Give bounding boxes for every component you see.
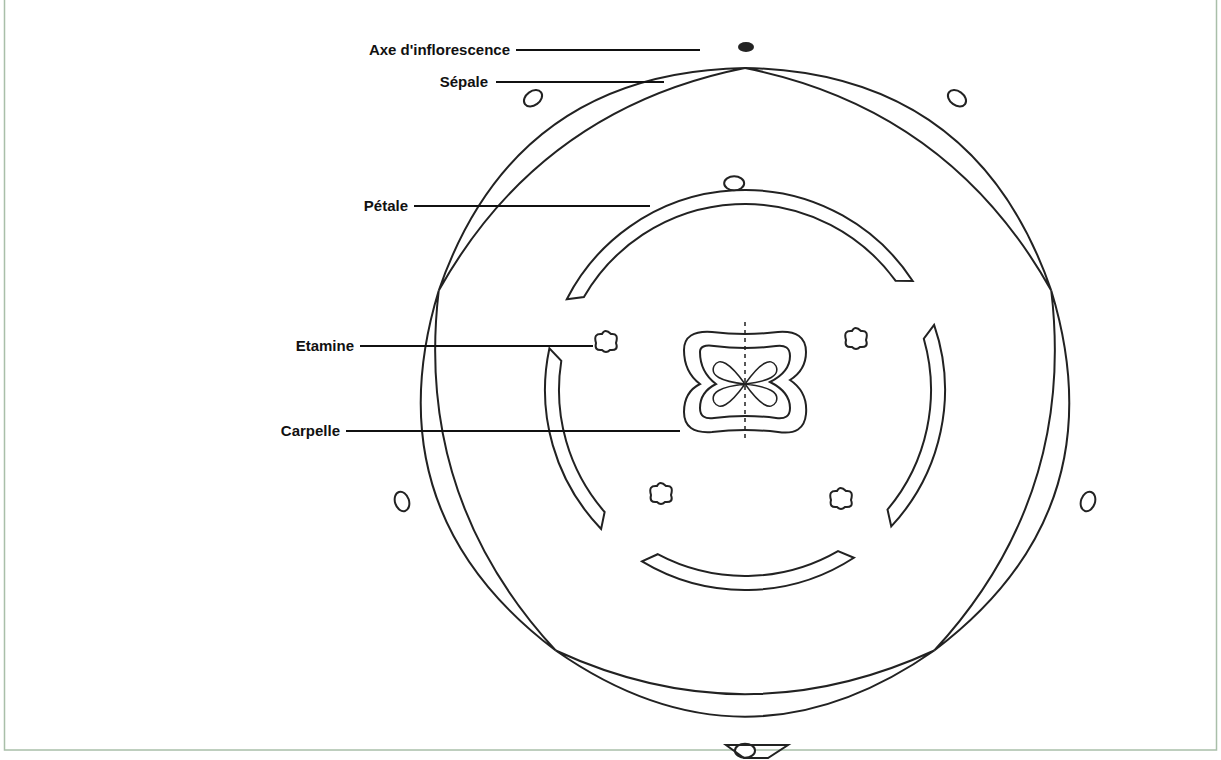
axis-dot: [738, 42, 754, 52]
leader-line: [360, 345, 593, 347]
leader-line: [346, 430, 680, 432]
leader-lines: [346, 50, 700, 431]
stamen-anther: [830, 488, 852, 509]
leader-line: [496, 81, 664, 83]
sepal-outline: [745, 68, 1051, 290]
part-label: Sépale: [440, 73, 488, 91]
stamen-anther: [650, 483, 672, 504]
leader-line: [516, 49, 700, 51]
sepal-outline: [556, 651, 935, 717]
sepal-midrib: [392, 490, 411, 513]
petal-outline: [642, 551, 854, 590]
ovules: [713, 362, 777, 407]
sepal-outline: [934, 290, 1069, 650]
sepal-midrib: [521, 87, 545, 110]
leader-line: [414, 205, 650, 207]
bract-symbol: [726, 745, 788, 758]
stamen-anther: [595, 331, 617, 352]
part-label: Pétale: [364, 197, 408, 215]
frame: [5, 0, 1217, 750]
stamen-anther: [845, 328, 867, 349]
part-label: Etamine: [296, 337, 354, 355]
sepal-outline: [421, 290, 556, 650]
part-label: Carpelle: [281, 422, 340, 440]
sepal-midrib: [1078, 490, 1097, 513]
flower-drawing: [392, 42, 1097, 758]
petal-outline: [887, 325, 945, 527]
sepal-outline: [439, 68, 745, 290]
petal-outline: [545, 348, 605, 529]
part-label: Axe d'inflorescence: [369, 41, 510, 59]
petal-midrib: [724, 176, 744, 190]
sepal-midrib: [945, 87, 969, 110]
